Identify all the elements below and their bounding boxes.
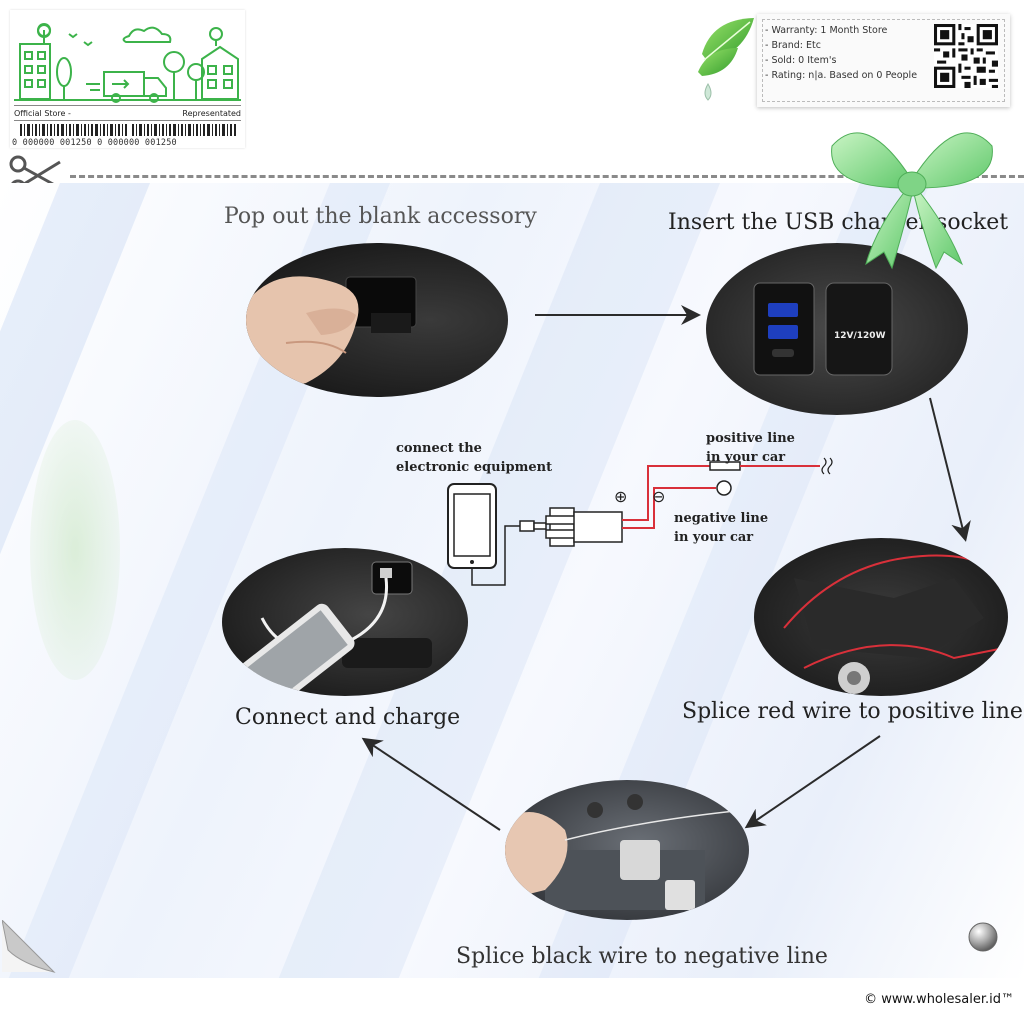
plus-symbol: ⊕	[614, 487, 627, 506]
red-wire	[622, 465, 710, 521]
usb-tip-icon	[533, 522, 547, 530]
photo-usb-socket: 12V/120W	[706, 243, 968, 415]
minus-symbol: ⊖	[652, 487, 665, 506]
ribbon-bow-icon	[831, 132, 993, 270]
negative-label-1: negative line	[674, 511, 768, 526]
representated-label: Representated	[182, 108, 241, 118]
step-4-label: Splice black wire to negative line	[456, 944, 828, 969]
footer	[0, 978, 1024, 1024]
info-list: - Warranty: 1 Month Store - Brand: Etc -…	[765, 23, 917, 83]
socket-rating-label: 12V/120W	[834, 331, 886, 341]
step-5-label: Connect and charge	[235, 705, 461, 730]
page-curl-icon	[2, 920, 56, 973]
official-store-label: Official Store -	[14, 108, 71, 118]
ring-terminal-icon	[716, 480, 732, 496]
copyright-text: © www.wholesaler.id™	[864, 992, 1014, 1007]
device-label-1: connect the	[396, 441, 482, 456]
usb-plug-icon	[519, 520, 535, 532]
city-delivery-illustration	[14, 23, 241, 103]
green-glow	[30, 420, 120, 680]
photo-red-wire	[754, 538, 1008, 696]
positive-label-2: in your car	[706, 450, 785, 465]
warranty-info: - Warranty: 1 Month Store	[765, 25, 888, 36]
qr-code	[934, 24, 998, 88]
store-badge: Official Store - Representated 0 00	[10, 10, 245, 148]
step-1-label: Pop out the blank accessory	[224, 204, 537, 229]
leaf-drop-icon	[698, 18, 754, 101]
wiring-diagram: connect the electronic equipment positiv…	[396, 431, 833, 586]
info-panel-border	[762, 19, 1005, 102]
step-2-label: Insert the USB charger socket	[668, 210, 1009, 235]
black-wire	[622, 487, 716, 529]
charger-socket-icon	[545, 507, 623, 547]
metal-knob-icon	[968, 922, 998, 952]
usb-cable-line	[471, 525, 520, 586]
photo-black-wire	[505, 780, 749, 920]
phone-icon	[447, 483, 497, 569]
wire-break-icon	[821, 457, 833, 475]
sold-info: - Sold: 0 Item's	[765, 55, 837, 66]
barcode-graphic	[20, 124, 236, 136]
cut-line	[70, 175, 1024, 178]
photo-connect-charge	[222, 548, 468, 696]
device-label-2: electronic equipment	[396, 460, 552, 475]
brand-info: - Brand: Etc	[765, 40, 821, 51]
photo-pop-out	[246, 243, 508, 397]
barcode-number: 0 000000 001250 0 000000 001250	[12, 138, 177, 148]
rating-info: - Rating: n|a. Based on 0 People	[765, 70, 918, 81]
store-badge-row: Official Store - Representated	[14, 105, 241, 121]
product-info-panel: - Warranty: 1 Month Store - Brand: Etc -…	[757, 14, 1010, 107]
negative-label-2: in your car	[674, 530, 753, 545]
positive-label-1: positive line	[706, 431, 795, 446]
step-3-label: Splice red wire to positive line	[682, 699, 1023, 724]
